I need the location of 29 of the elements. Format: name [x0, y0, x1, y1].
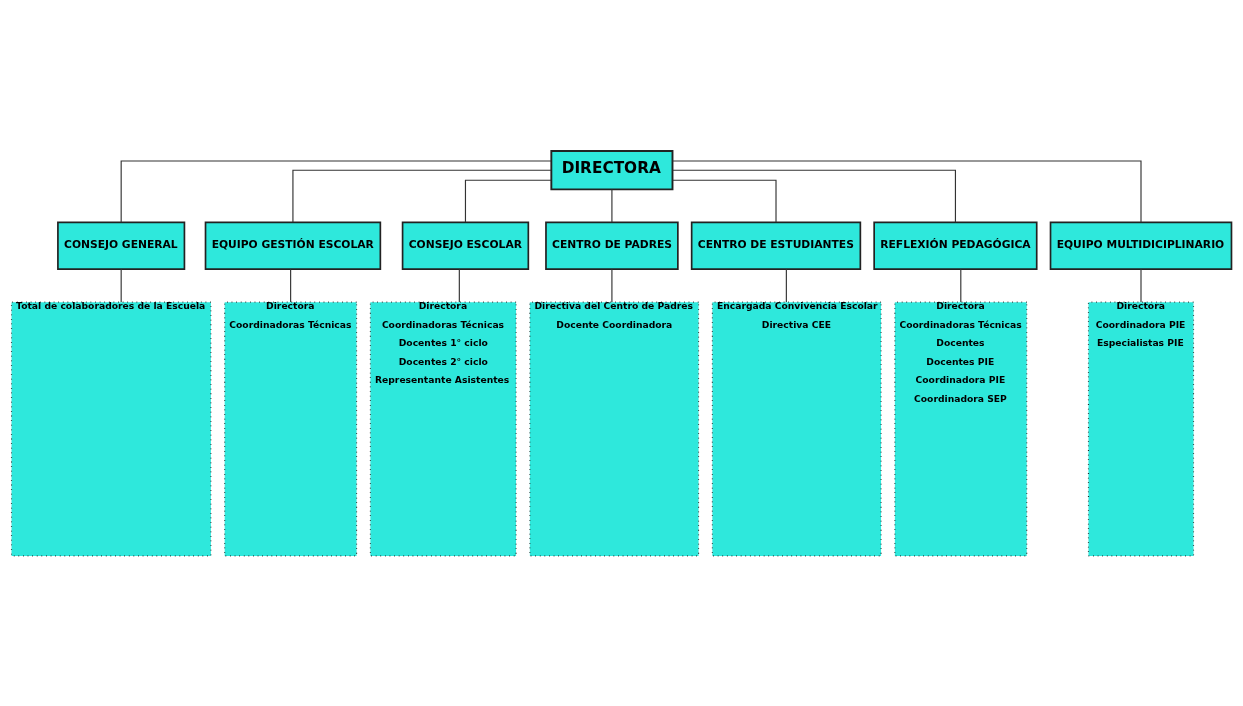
- node-box: Directiva del Centro de Padres Docente Coordinadora: [529, 301, 700, 556]
- node-box: Directora Coordinadora PIE Especialistas PIE: [1087, 301, 1195, 556]
- node-box: REFLEXIÓN PEDAGÓGICA: [873, 221, 1038, 270]
- connector: [120, 159, 552, 223]
- connector: [464, 179, 552, 223]
- node-box: CONSEJO GENERAL: [57, 221, 186, 270]
- connector: [671, 169, 956, 223]
- node-box: Directora Coordinadoras Técnicas Docentes 1° ciclo Docentes 2° ciclo Representante Asistentes: [369, 301, 517, 556]
- connector: [1140, 268, 1142, 303]
- node-box: EQUIPO GESTIÓN ESCOLAR: [204, 221, 382, 270]
- node-box: EQUIPO MULTIDICIPLINARIO: [1049, 221, 1233, 270]
- connector: [671, 179, 777, 223]
- node-box: CENTRO DE PADRES: [545, 221, 679, 270]
- connector: [672, 159, 1142, 223]
- connector: [458, 268, 460, 303]
- connector: [292, 169, 552, 223]
- connector: [960, 268, 962, 303]
- connector: [120, 268, 122, 303]
- connector: [785, 268, 787, 303]
- node-box: Encargada Convivencia Escolar Directiva CEE: [711, 301, 882, 556]
- connector: [290, 268, 292, 303]
- node-box: DIRECTORA: [550, 149, 674, 190]
- node-box: CONSEJO ESCOLAR: [401, 221, 530, 270]
- connector: [611, 188, 613, 223]
- connector: [611, 268, 613, 303]
- node-box: Directora Coordinadoras Técnicas Docentes Docentes PIE Coordinadora PIE Coordinadora SEP: [894, 301, 1028, 556]
- node-box: Total de colaboradores de la Escuela: [10, 301, 212, 556]
- node-box: Directora Coordinadoras Técnicas: [224, 301, 358, 556]
- node-box: CENTRO DE ESTUDIANTES: [690, 221, 862, 270]
